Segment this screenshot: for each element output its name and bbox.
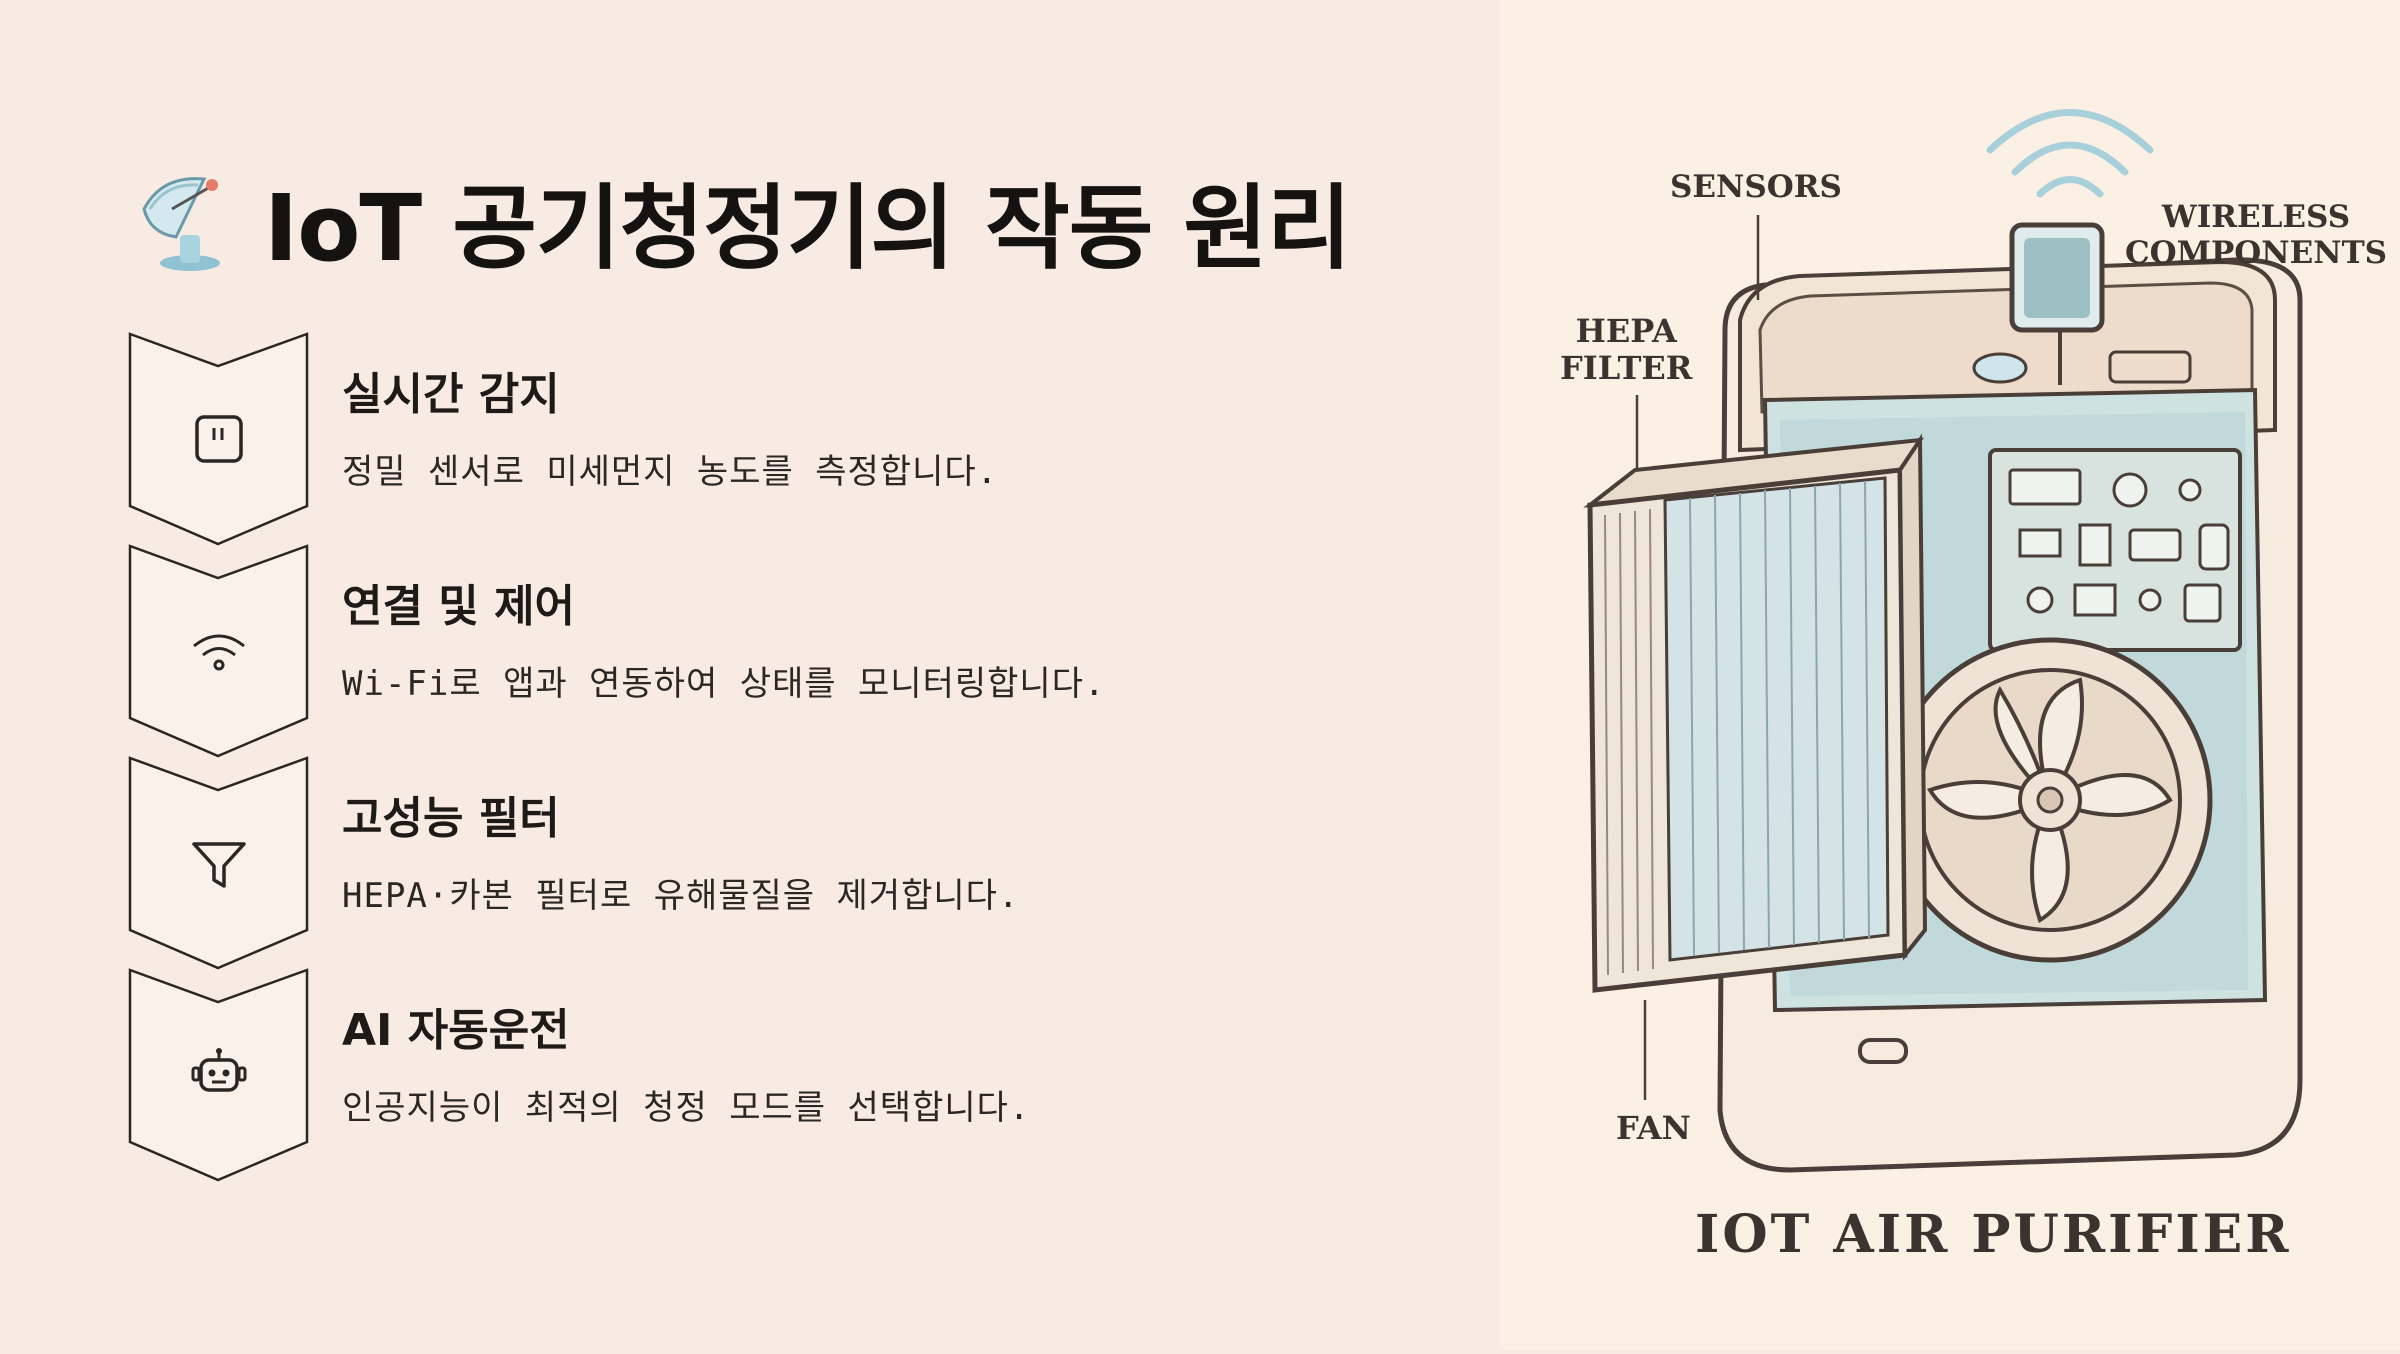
step-description: HEPA·카본 필터로 유해물질을 제거합니다.: [342, 876, 1020, 916]
step-description: Wi-Fi로 앱과 연동하여 상태를 모니터링합니다.: [342, 664, 1106, 704]
purifier-drawing: [1583, 109, 2303, 1173]
label-hepa-filter: HEPA FILTER: [1560, 312, 1693, 387]
illustration-caption: IOT AIR PURIFIER: [1695, 1204, 2292, 1265]
step-item: AI 자동운전 인공지능이 최적의 청정 모드를 선택합니다.: [126, 966, 1426, 1182]
step-description: 인공지능이 최적의 청정 모드를 선택합니다.: [342, 1088, 1031, 1128]
step-item: 고성능 필터 HEPA·카본 필터로 유해물질을 제거합니다.: [126, 754, 1426, 970]
satellite-dish-icon: [142, 177, 220, 271]
chevron-shape: [128, 544, 309, 758]
label-wireless-components: WIRELESS COMPONENTS: [2125, 199, 2388, 271]
chevron-shape: [128, 332, 309, 546]
step-title: 연결 및 제어: [342, 581, 576, 632]
air-purifier-illustration: SENSORS WIRELESS COMPONENTS HEPA FILTER …: [1500, 0, 2400, 1350]
label-fan: FAN: [1616, 1109, 1691, 1147]
page-title: IoT 공기청정기의 작동 원리: [264, 174, 1352, 282]
robot-icon: [191, 1048, 247, 1092]
steps-list: 실시간 감지 정밀 센서로 미세먼지 농도를 측정합니다. 연결 및 제어 Wi…: [126, 330, 1426, 1182]
label-sensors: SENSORS: [1670, 169, 1842, 205]
step-title: 고성능 필터: [342, 793, 560, 844]
step-item: 연결 및 제어 Wi-Fi로 앱과 연동하여 상태를 모니터링합니다.: [126, 542, 1426, 758]
sensor-chip-icon: [195, 415, 243, 463]
chevron-shape: [128, 756, 309, 970]
step-description: 정밀 센서로 미세먼지 농도를 측정합니다.: [342, 452, 999, 492]
step-item: 실시간 감지 정밀 센서로 미세먼지 농도를 측정합니다.: [126, 330, 1426, 546]
filter-funnel-icon: [192, 842, 246, 888]
page-header: IoT 공기청정기의 작동 원리: [132, 160, 1352, 282]
chevron-shape: [128, 968, 309, 1182]
wifi-icon: [193, 634, 245, 671]
step-title: AI 자동운전: [342, 1005, 570, 1056]
wireless-waves-icon: [1986, 109, 2154, 198]
step-title: 실시간 감지: [342, 369, 560, 420]
